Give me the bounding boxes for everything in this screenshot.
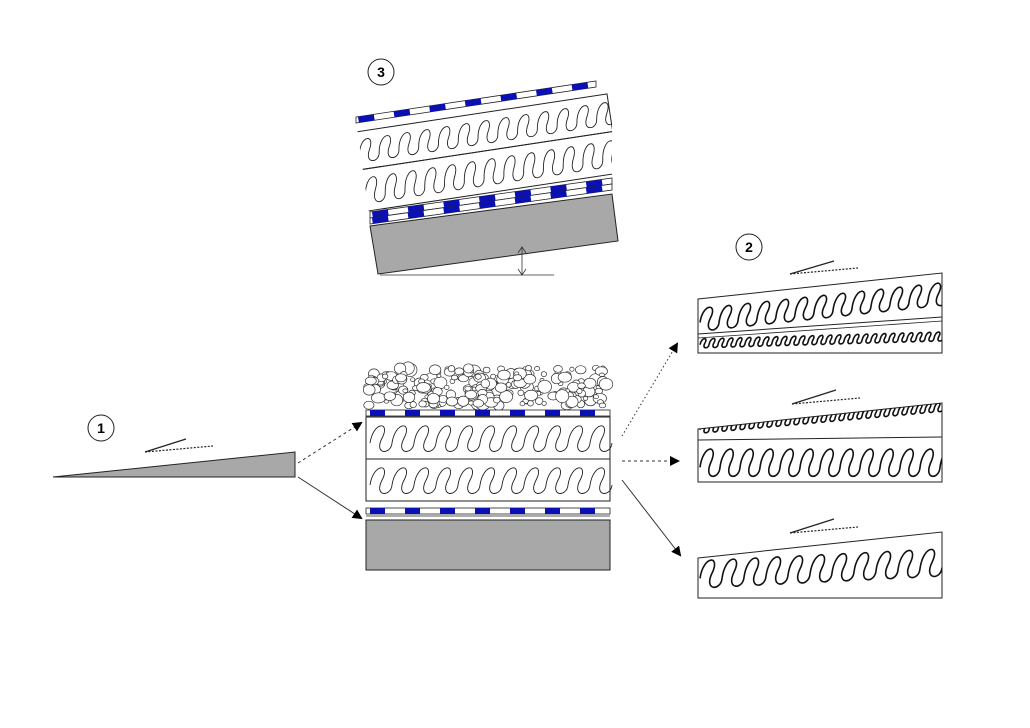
step-3-label: 3 bbox=[377, 64, 385, 80]
gravel-ballast-layer bbox=[362, 361, 614, 411]
concrete-slab bbox=[365, 519, 611, 571]
sloped-roof-assembly bbox=[355, 80, 619, 276]
wind-gust-icon bbox=[791, 389, 861, 405]
sloped-vapor-barrier bbox=[369, 183, 613, 225]
step-1-badge: 1 bbox=[87, 414, 115, 442]
sloped-top-membrane bbox=[355, 80, 597, 124]
arrow-to-base-assembly bbox=[297, 476, 363, 520]
top-membrane bbox=[365, 409, 611, 417]
center-insulation-layer-lower bbox=[365, 458, 613, 502]
step-2-badge: 2 bbox=[735, 233, 763, 261]
step-3-badge: 3 bbox=[367, 58, 395, 86]
detail-c-assembly bbox=[697, 531, 943, 599]
wind-gust-icon bbox=[789, 260, 859, 275]
wind-gust-icon bbox=[789, 518, 859, 534]
detail-b-assembly bbox=[697, 402, 943, 483]
slope-height-indicator bbox=[380, 246, 554, 276]
arrow-to-detail-c bbox=[621, 479, 682, 557]
roof-wedge bbox=[52, 451, 296, 478]
wind-gust-icon bbox=[144, 438, 214, 453]
arrow-to-detail-a bbox=[621, 342, 679, 437]
vapor-barrier bbox=[365, 507, 611, 515]
step-1-label: 1 bbox=[97, 420, 105, 436]
step-2-label: 2 bbox=[745, 239, 753, 255]
center-insulation-layer-upper bbox=[365, 416, 613, 460]
detail-a-assembly bbox=[697, 272, 943, 354]
sloped-concrete-slab bbox=[369, 193, 619, 275]
arrow-to-gravel-assembly bbox=[297, 421, 363, 464]
